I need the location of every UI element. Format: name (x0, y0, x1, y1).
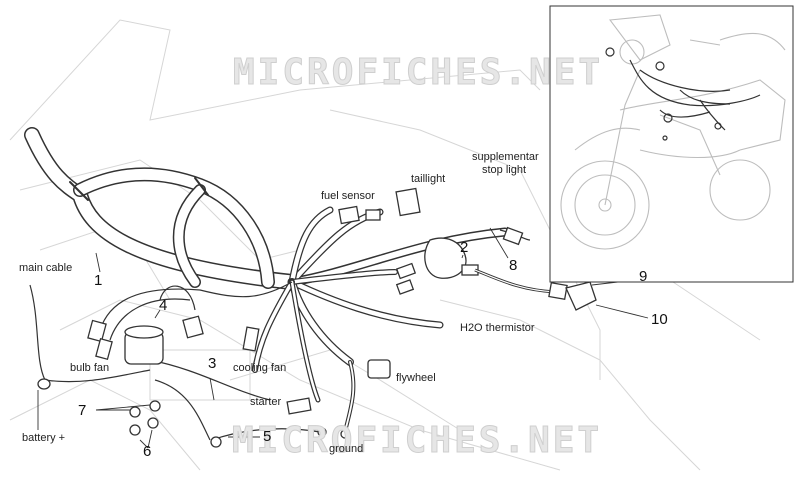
label-battery: battery + (22, 432, 66, 444)
label-supplementary-line2: stop light (482, 164, 527, 176)
label-flywheel: flywheel (396, 372, 436, 384)
callout-2: 2 (460, 239, 469, 256)
callout-3: 3 (208, 355, 217, 372)
callout-10: 10 (651, 311, 668, 328)
callout-5: 5 (263, 428, 272, 445)
inset-scooter-view (549, 5, 794, 283)
thin-wires (29, 229, 531, 441)
connectors (87, 187, 524, 415)
main-harness (24, 127, 510, 434)
label-supplementary-line1: supplementar (472, 151, 539, 163)
callout-8: 8 (509, 257, 518, 274)
relay-part (37, 325, 350, 448)
h2o-thermistor-part (424, 237, 597, 311)
callout-9: 9 (639, 268, 648, 285)
label-main-cable: main cable (19, 262, 73, 274)
label-bulb-fan: bulb fan (70, 362, 110, 374)
callout-7: 7 (78, 402, 87, 419)
label-fuel-sensor: fuel sensor (321, 190, 375, 202)
label-cooling-fan: cooling fan (233, 362, 287, 374)
watermark-bottom: MICROFICHES.NET (231, 420, 603, 462)
label-taillight: taillight (411, 173, 446, 185)
callout-1: 1 (94, 272, 103, 289)
watermark-top: MICROFICHES.NET (232, 52, 604, 94)
label-ground: ground (329, 443, 364, 455)
leader-lines (37, 227, 649, 449)
callout-4: 4 (159, 297, 168, 314)
callout-6: 6 (143, 443, 152, 460)
label-starter: starter (250, 396, 282, 408)
label-h2o-thermistor: H2O thermistor (460, 322, 535, 334)
